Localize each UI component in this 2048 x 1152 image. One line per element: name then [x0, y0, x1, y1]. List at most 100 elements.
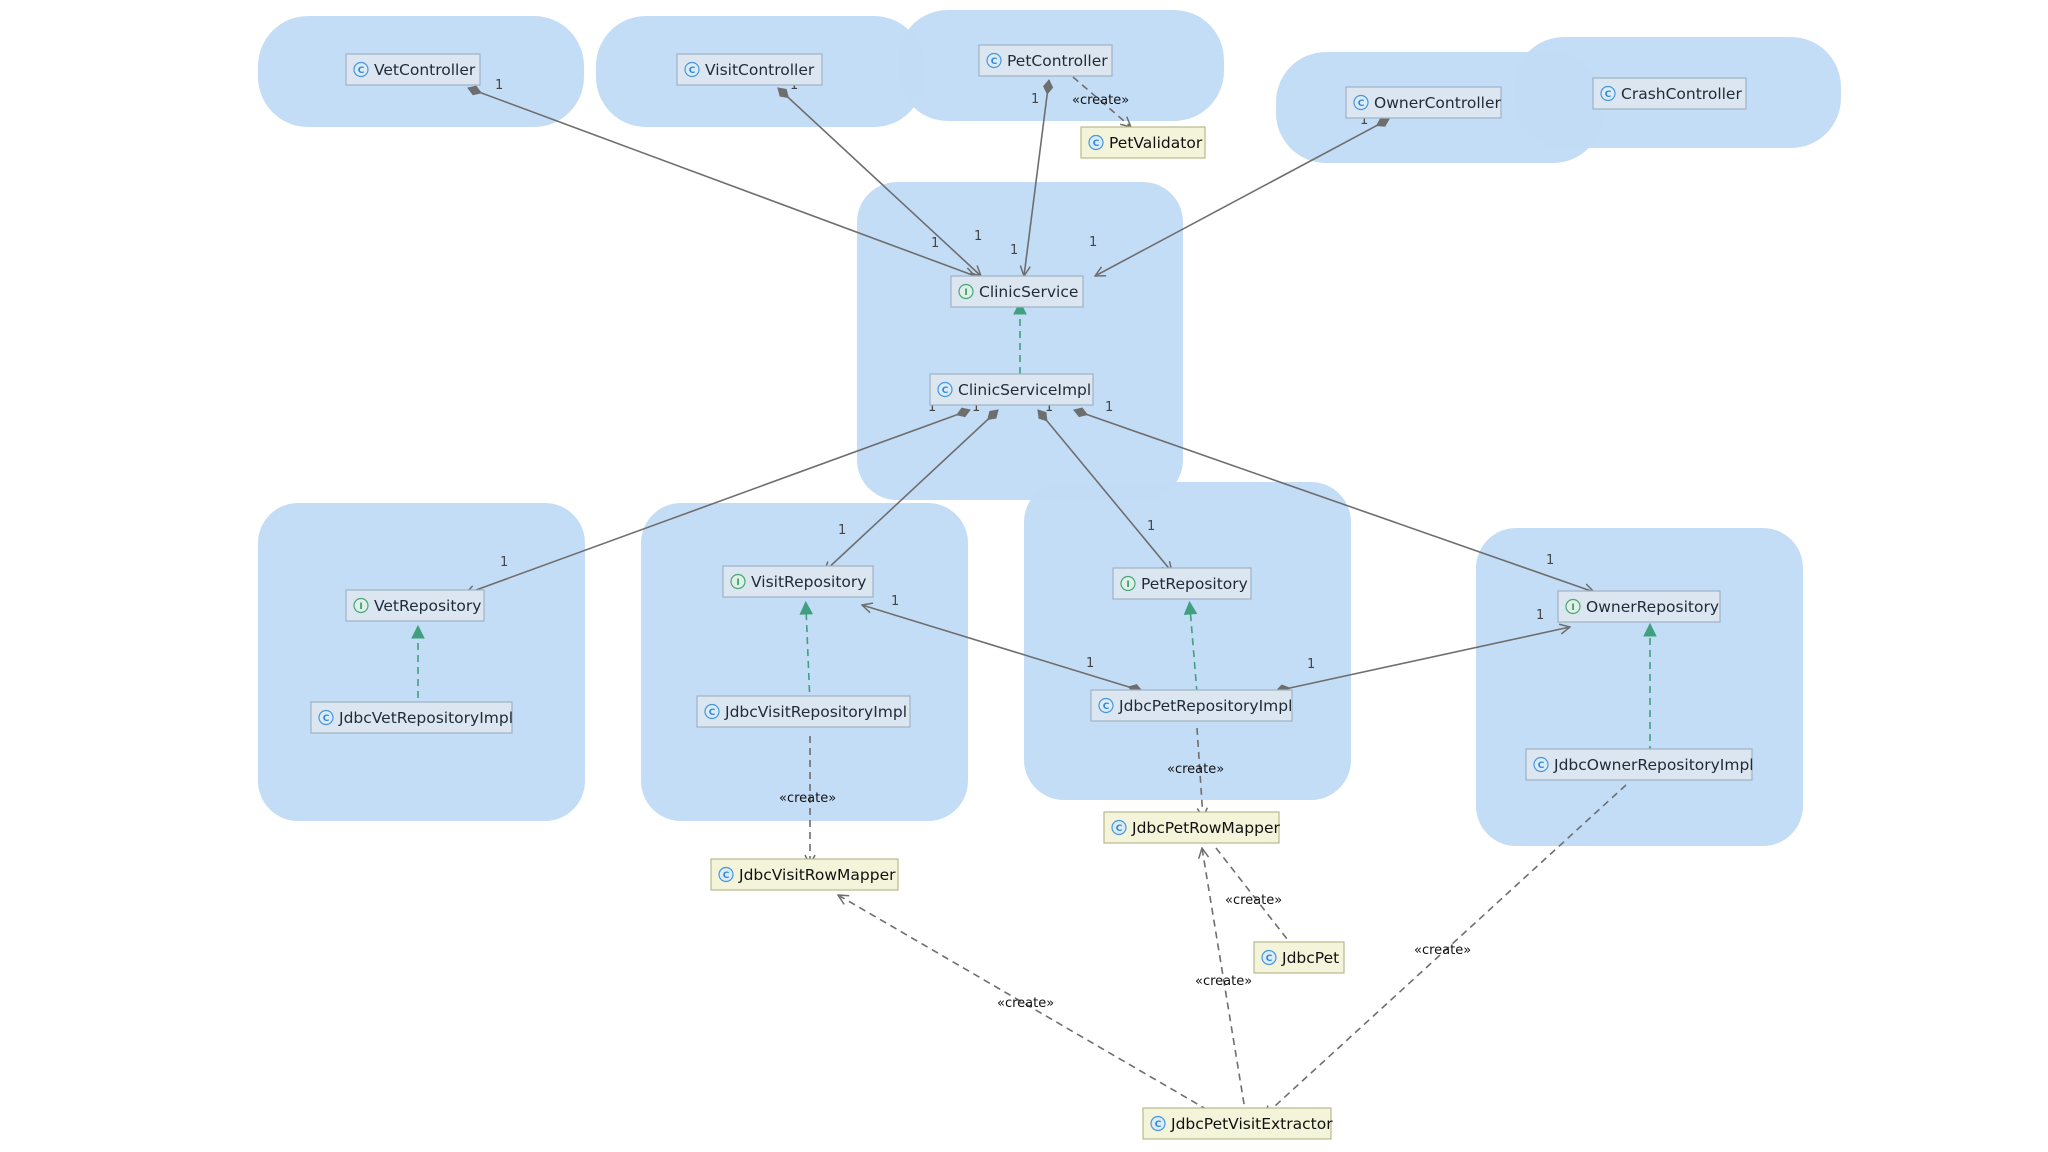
node-label: ClinicService	[979, 283, 1078, 301]
node-label: CrashController	[1621, 85, 1742, 103]
node-label: VisitController	[705, 61, 815, 79]
edge-jdbc-pet-visit-repository	[862, 605, 1142, 691]
edge-extractor-creates-visit-row-mapper	[838, 895, 1219, 1117]
stereotype-label: «create»	[1414, 943, 1471, 958]
class-icon	[318, 709, 334, 726]
edge-clinic-impl-owner-repository	[1074, 410, 1594, 592]
node-label: PetRepository	[1141, 575, 1248, 593]
multiplicity-label: 1	[931, 236, 939, 251]
class-icon-letter: C	[942, 386, 949, 396]
node-label: ClinicServiceImpl	[958, 381, 1091, 399]
node-owner-controller[interactable]: C OwnerController	[1345, 86, 1502, 119]
edge-jdbc-pet-owner-repository	[1276, 627, 1570, 691]
interface-icon-letter: I	[359, 602, 362, 612]
node-vet-controller[interactable]: C VetController	[345, 53, 481, 86]
node-label: JdbcVetRepositoryImpl	[338, 709, 513, 727]
interface-icon-letter: I	[1571, 603, 1574, 613]
node-label: VisitRepository	[751, 573, 866, 591]
node-jdbc-pet-visit-extractor[interactable]: C JdbcPetVisitExtractor	[1142, 1107, 1333, 1140]
multiplicity-label: 1	[1089, 235, 1097, 250]
node-jdbc-owner-repository-impl[interactable]: C JdbcOwnerRepositoryImpl	[1525, 748, 1754, 781]
node-clinic-service-impl[interactable]: C ClinicServiceImpl	[929, 373, 1094, 406]
class-icon	[1353, 94, 1369, 111]
node-owner-repository[interactable]: I OwnerRepository	[1557, 590, 1721, 623]
edge-visit-controller-clinic-service	[778, 88, 981, 276]
node-jdbc-pet-row-mapper[interactable]: C JdbcPetRowMapper	[1103, 811, 1280, 844]
edge-pet-controller-clinic-service	[1024, 80, 1049, 276]
class-icon-letter: C	[1155, 1120, 1162, 1130]
cluster-clinic-service	[857, 182, 1183, 500]
node-visit-controller[interactable]: C VisitController	[676, 53, 823, 86]
multiplicity-label: 1	[1546, 553, 1554, 568]
node-label: JdbcPet	[1281, 949, 1339, 967]
class-icon	[986, 52, 1002, 69]
node-label: JdbcPetVisitExtractor	[1170, 1115, 1333, 1133]
class-icon	[937, 381, 953, 398]
multiplicity-label: 1	[1147, 519, 1155, 534]
node-jdbc-visit-repository-impl[interactable]: C JdbcVisitRepositoryImpl	[696, 695, 911, 728]
node-jdbc-pet[interactable]: C JdbcPet	[1253, 941, 1345, 974]
node-label: JdbcVisitRowMapper	[738, 866, 896, 884]
class-icon	[1533, 756, 1549, 773]
class-icon-letter: C	[1605, 90, 1612, 100]
interface-icon	[1120, 575, 1136, 592]
class-icon-letter: C	[1116, 824, 1123, 834]
stereotype-label: «create»	[1225, 893, 1282, 908]
class-icon	[704, 703, 720, 720]
class-icon	[1150, 1115, 1166, 1132]
class-icon-letter: C	[1093, 139, 1100, 149]
node-label: JdbcPetRepositoryImpl	[1118, 697, 1292, 715]
interface-icon	[1565, 598, 1581, 615]
interface-icon	[730, 573, 746, 590]
edge-pet-controller-pet-validator	[1072, 76, 1131, 127]
multiplicity-label: 1	[891, 594, 899, 609]
node-clinic-service[interactable]: I ClinicService	[950, 275, 1084, 308]
class-icon	[353, 61, 369, 78]
node-label: VetRepository	[374, 597, 481, 615]
node-label: JdbcOwnerRepositoryImpl	[1553, 756, 1754, 774]
node-pet-validator[interactable]: C PetValidator	[1080, 126, 1206, 159]
edge-jdbc-visit-realizes	[806, 608, 810, 705]
multiplicity-label: 1	[500, 555, 508, 570]
node-label: PetValidator	[1109, 134, 1203, 152]
class-icon-letter: C	[1103, 702, 1110, 712]
node-vet-repository[interactable]: I VetRepository	[345, 589, 485, 622]
node-jdbc-pet-repository-impl[interactable]: C JdbcPetRepositoryImpl	[1090, 689, 1293, 722]
multiplicity-label: 1	[1086, 656, 1094, 671]
node-group: C VetController C VisitController C PetC…	[310, 44, 1754, 1140]
multiplicity-label: 1	[972, 400, 980, 415]
interface-icon-letter: I	[736, 578, 739, 588]
class-icon	[684, 61, 700, 78]
node-visit-repository[interactable]: I VisitRepository	[722, 565, 874, 598]
multiplicity-label: 1	[928, 400, 936, 415]
stereotype-label: «create»	[1072, 93, 1129, 108]
multiplicity-label: 1	[1105, 400, 1113, 415]
interface-icon	[958, 283, 974, 300]
class-icon-letter: C	[1266, 954, 1273, 964]
class-icon-letter: C	[709, 708, 716, 718]
node-jdbc-vet-repository-impl[interactable]: C JdbcVetRepositoryImpl	[310, 701, 513, 734]
cluster-vet-repository	[258, 503, 585, 821]
node-label: PetController	[1007, 52, 1108, 70]
node-label: OwnerRepository	[1586, 598, 1719, 616]
multiplicity-label: 1	[495, 78, 503, 93]
cluster-pet-repository	[1024, 482, 1351, 800]
multiplicity-label: 1	[838, 523, 846, 538]
class-icon	[1088, 134, 1104, 151]
edge-jdbc-owner-creates-extractor	[1264, 784, 1627, 1116]
node-crash-controller[interactable]: C CrashController	[1592, 77, 1747, 110]
class-icon-letter: C	[1358, 99, 1365, 109]
stereotype-label: «create»	[1167, 762, 1224, 777]
multiplicity-label: 1	[974, 229, 982, 244]
cluster-owner-repository	[1476, 528, 1803, 846]
node-pet-controller[interactable]: C PetController	[978, 44, 1113, 77]
stereotype-label: «create»	[779, 791, 836, 806]
edge-clinic-impl-visit-repository	[824, 410, 998, 572]
node-jdbc-visit-row-mapper[interactable]: C JdbcVisitRowMapper	[710, 858, 899, 891]
cluster-visit-repository	[641, 503, 968, 821]
node-pet-repository[interactable]: I PetRepository	[1112, 567, 1252, 600]
multiplicity-label: 1	[1010, 243, 1018, 258]
class-icon	[1111, 819, 1127, 836]
class-icon	[1261, 949, 1277, 966]
